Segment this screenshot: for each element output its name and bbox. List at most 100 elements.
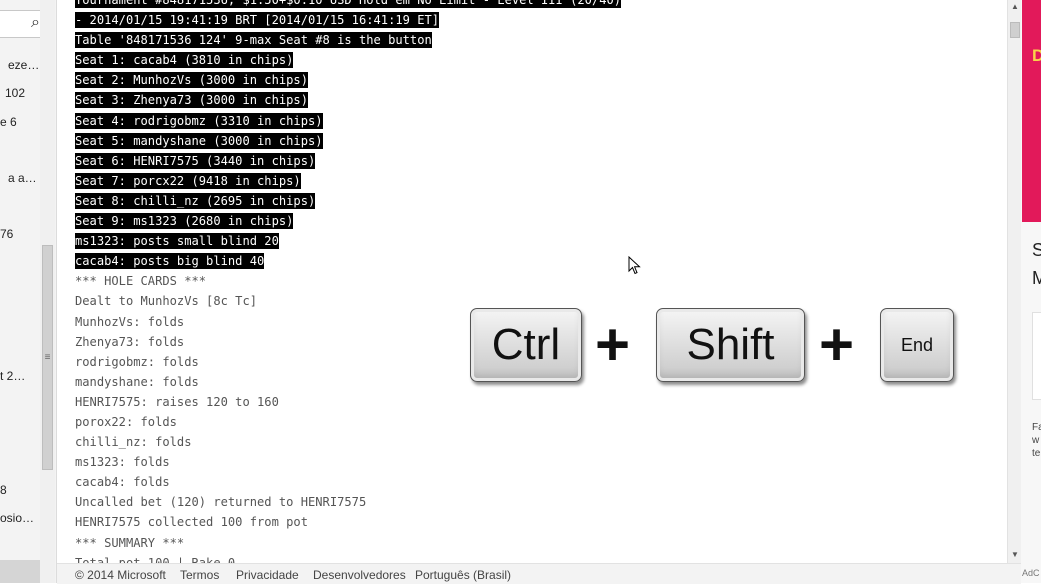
text-line-content: Seat 4: rodrigobmz (3310 in chips) [75, 112, 323, 129]
sidebar-scrollbar[interactable]: ≡ [40, 0, 55, 583]
text-line[interactable]: Seat 6: HENRI7575 (3440 in chips) [75, 151, 621, 171]
scroll-down-arrow-icon[interactable]: ▼ [1011, 550, 1019, 559]
right-panel: D S M Fa w te [1021, 0, 1041, 583]
text-line[interactable]: Seat 9: ms1323 (2680 in chips) [75, 211, 621, 231]
shift-key: Shift [656, 308, 805, 382]
text-line-content: Seat 3: Zhenya73 (3000 in chips) [75, 92, 308, 109]
advertisement-banner[interactable]: D [1022, 0, 1041, 222]
scroll-up-arrow-icon[interactable]: ▲ [1011, 2, 1019, 11]
sidebar-item[interactable]: osio… [0, 511, 35, 525]
text-line[interactable]: Table '848171536 124' 9-max Seat #8 is t… [75, 30, 621, 50]
text-line[interactable]: ms1323: folds [75, 452, 621, 472]
text-line-content: Total pot 100 | Rake 0 [75, 555, 236, 563]
text-line[interactable]: ms1323: posts small blind 20 [75, 231, 621, 251]
text-line[interactable]: Seat 2: MunhozVs (3000 in chips) [75, 70, 621, 90]
text-line[interactable]: Tournament #848171536, $1.50+$0.10 USD H… [75, 0, 622, 10]
text-line-content: cacab4: posts big blind 40 [75, 253, 265, 270]
text-line[interactable]: Seat 1: cacab4 (3810 in chips) [75, 50, 621, 70]
text-line[interactable]: mandyshane: folds [75, 372, 621, 392]
text-line[interactable]: MunhozVs: folds [75, 312, 621, 332]
search-input[interactable]: ⌕ [0, 10, 47, 38]
text-line-content: HENRI7575 collected 100 from pot [75, 515, 308, 530]
text-line-content: Seat 5: mandyshane (3000 in chips) [75, 132, 323, 149]
text-line-content: HENRI7575: raises 120 to 160 [75, 394, 279, 409]
text-line-content: Seat 2: MunhozVs (3000 in chips) [75, 72, 308, 89]
panel-heading: M [1032, 268, 1041, 288]
text-line[interactable]: Zhenya73: folds [75, 332, 621, 352]
text-line-content: *** HOLE CARDS *** [75, 274, 207, 289]
text-line-content: chilli_nz: folds [75, 435, 192, 450]
text-line[interactable]: HENRI7575 collected 100 from pot [75, 512, 621, 532]
plus-sign: + [595, 311, 631, 378]
text-line[interactable]: - 2014/01/15 19:41:19 BRT [2014/01/15 16… [75, 10, 621, 30]
sidebar-item[interactable]: 102 [5, 86, 26, 100]
text-line[interactable]: chilli_nz: folds [75, 432, 621, 452]
text-line-content: MunhozVs: folds [75, 314, 185, 329]
sidebar-item[interactable]: a a… [8, 171, 37, 185]
text-line[interactable]: Dealt to MunhozVs [8c Tc] [75, 291, 621, 311]
text-line[interactable]: HENRI7575: raises 120 to 160 [75, 392, 621, 412]
text-line-content: cacab4: folds [75, 475, 170, 490]
sidebar-selected-item[interactable] [0, 560, 40, 583]
text-line-content: Uncalled bet (120) returned to HENRI7575 [75, 495, 367, 510]
sidebar-scroll-thumb[interactable] [42, 245, 53, 470]
hand-history-text[interactable]: Tournament #848171536, $1.50+$0.10 USD H… [75, 0, 622, 563]
mouse-pointer-icon [628, 256, 641, 275]
text-line[interactable]: rodrigobmz: folds [75, 352, 621, 372]
text-line[interactable]: cacab4: folds [75, 472, 621, 492]
footer: © 2014 Microsoft Termos Privacidade Dese… [57, 563, 1021, 584]
text-line[interactable]: *** HOLE CARDS *** [75, 271, 621, 291]
text-line[interactable]: cacab4: posts big blind 40 [75, 251, 621, 271]
copyright: © 2014 Microsoft [75, 568, 166, 582]
footer-link-terms[interactable]: Termos [180, 568, 220, 582]
text-line[interactable]: Total pot 100 | Rake 0 [75, 553, 621, 563]
text-line-content: mandyshane: folds [75, 374, 199, 389]
text-line[interactable]: Seat 3: Zhenya73 (3000 in chips) [75, 90, 621, 110]
text-line-content: rodrigobmz: folds [75, 354, 199, 369]
text-line-content: Tournament #848171536, $1.50+$0.10 USD H… [75, 0, 622, 8]
sidebar-item[interactable]: t 2… [0, 369, 26, 383]
ad-choices-link[interactable]: AdC [1022, 568, 1040, 578]
panel-card[interactable] [1032, 312, 1041, 400]
text-line-content: ms1323: folds [75, 455, 170, 470]
text-line[interactable]: Seat 4: rodrigobmz (3310 in chips) [75, 111, 621, 131]
text-line[interactable]: Seat 5: mandyshane (3000 in chips) [75, 131, 621, 151]
content-scrollbar[interactable]: ▲ ▼ [1007, 0, 1022, 563]
sidebar-item[interactable]: eze… [8, 58, 40, 72]
sidebar-item[interactable]: e 6 [0, 115, 17, 129]
text-line-content: Zhenya73: folds [75, 334, 185, 349]
ctrl-key: Ctrl [470, 308, 582, 382]
footer-link-developers[interactable]: Desenvolvedores [313, 568, 406, 582]
text-line-content: *** SUMMARY *** [75, 535, 185, 550]
text-line-content: - 2014/01/15 19:41:19 BRT [2014/01/15 16… [75, 12, 440, 29]
text-line[interactable]: *** SUMMARY *** [75, 533, 621, 553]
footer-link-privacy[interactable]: Privacidade [236, 568, 299, 582]
text-line-content: porox22: folds [75, 414, 177, 429]
text-document[interactable]: Tournament #848171536, $1.50+$0.10 USD H… [57, 0, 1007, 563]
text-line-content: ms1323: posts small blind 20 [75, 233, 279, 250]
content-scroll-thumb[interactable] [1010, 22, 1020, 38]
panel-text: te [1032, 448, 1041, 459]
text-line-content: Table '848171536 124' 9-max Seat #8 is t… [75, 32, 432, 49]
panel-heading: S [1032, 240, 1041, 260]
magnifier-icon[interactable]: ⌕ [31, 14, 40, 31]
text-line[interactable]: porox22: folds [75, 412, 621, 432]
text-line-content: Dealt to MunhozVs [8c Tc] [75, 294, 258, 309]
text-line[interactable]: Seat 7: porcx22 (9418 in chips) [75, 171, 621, 191]
ad-letter: D [1032, 46, 1041, 65]
plus-sign: + [819, 311, 855, 378]
panel-text: w [1032, 435, 1040, 446]
grip-icon: ≡ [44, 352, 51, 363]
sidebar-item[interactable]: 76 [0, 227, 14, 241]
panel-text: Fa [1032, 422, 1041, 433]
text-line-content: Seat 1: cacab4 (3810 in chips) [75, 52, 294, 69]
text-line[interactable]: Uncalled bet (120) returned to HENRI7575 [75, 492, 621, 512]
text-line-content: Seat 8: chilli_nz (2695 in chips) [75, 192, 316, 209]
footer-link-language[interactable]: Português (Brasil) [415, 568, 512, 582]
text-line-content: Seat 7: porcx22 (9418 in chips) [75, 172, 301, 189]
text-line[interactable]: Seat 8: chilli_nz (2695 in chips) [75, 191, 621, 211]
sidebar-item[interactable]: 8 [0, 483, 7, 497]
text-line-content: Seat 9: ms1323 (2680 in chips) [75, 213, 294, 230]
text-line-content: Seat 6: HENRI7575 (3440 in chips) [75, 152, 316, 169]
